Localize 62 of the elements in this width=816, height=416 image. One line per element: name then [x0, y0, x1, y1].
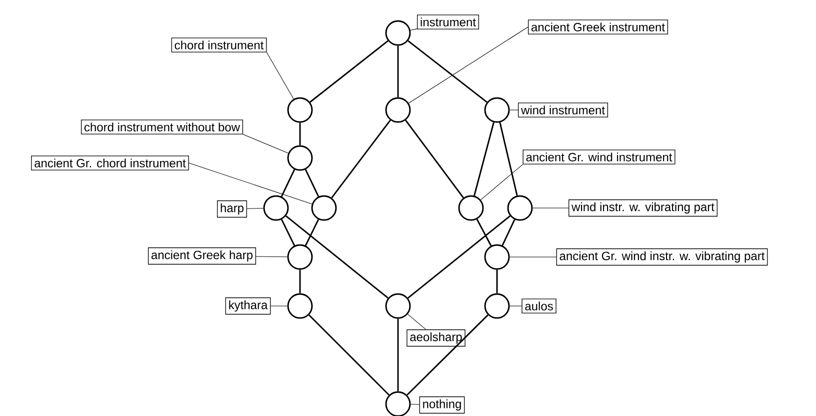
leader-line: [242, 134, 289, 154]
lattice-edge: [331, 120, 391, 198]
concept-label: ancient Gr. wind instr. w. vibrating part: [556, 248, 768, 266]
concept-label: wind instrument: [518, 102, 608, 118]
leader-line: [410, 404, 420, 405]
leader-line: [188, 162, 312, 204]
leader-line: [407, 314, 426, 330]
lattice-edge: [308, 314, 390, 396]
lattice-node: [385, 391, 411, 416]
lattice-node: [311, 195, 337, 221]
concept-label: ancient Gr. chord instrument: [31, 156, 189, 170]
lattice-edge: [406, 314, 488, 396]
lattice-edge: [304, 169, 320, 197]
lattice-edge: [397, 46, 399, 98]
lattice-node: [385, 293, 411, 319]
lattice-node: [458, 195, 484, 221]
concept-label: aulos: [522, 298, 556, 314]
lattice-edge: [407, 215, 511, 299]
lattice-edge: [502, 219, 516, 246]
lattice-node: [263, 195, 289, 221]
lattice-edge: [299, 270, 301, 294]
lattice-node: [484, 97, 510, 123]
concept-label: kythara: [225, 297, 271, 315]
lattice-node: [484, 293, 510, 319]
concept-label: ancient Greek instrument: [528, 20, 668, 34]
concept-label: instrument: [417, 14, 480, 30]
lattice-edge: [476, 218, 492, 246]
lattice-node: [287, 293, 313, 319]
leader-line: [509, 256, 557, 258]
lattice-edge: [405, 120, 464, 198]
lattice-node: [385, 20, 411, 46]
lattice-edge: [280, 169, 296, 197]
leader-line: [408, 26, 528, 104]
leader-line: [480, 164, 524, 200]
lattice-edge: [285, 215, 389, 299]
concept-label: ancient Gr. wind instrument: [522, 150, 676, 164]
lattice-node: [484, 244, 510, 270]
concept-label: nothing: [419, 396, 465, 414]
concept-label: harp: [217, 200, 248, 218]
lattice-edge: [408, 40, 488, 103]
leader-line: [246, 208, 264, 209]
concept-label: wind instr. w. vibrating part: [568, 199, 718, 217]
lattice-edge: [310, 40, 388, 103]
leader-line: [266, 52, 294, 100]
lattice-edge: [299, 122, 301, 146]
concept-label: chord instrument: [171, 38, 267, 52]
lattice-edge: [397, 318, 399, 392]
lattice-edge: [496, 270, 498, 294]
concept-label: ancient Greek harp: [148, 247, 256, 265]
lattice-node: [385, 97, 411, 123]
lattice-edge: [499, 122, 518, 196]
concept-label: chord instrument without bow: [80, 120, 244, 134]
lattice-node: [507, 195, 533, 221]
lattice-node: [287, 97, 313, 123]
lattice-node: [287, 145, 313, 171]
lattice-node: [287, 244, 313, 270]
lattice-edge: [280, 219, 296, 246]
concept-label: aeolsharp: [406, 329, 466, 347]
leader-line: [256, 256, 288, 258]
lattice-edge: [474, 122, 494, 196]
leader-line: [410, 28, 418, 31]
lattice-edge: [304, 219, 320, 246]
